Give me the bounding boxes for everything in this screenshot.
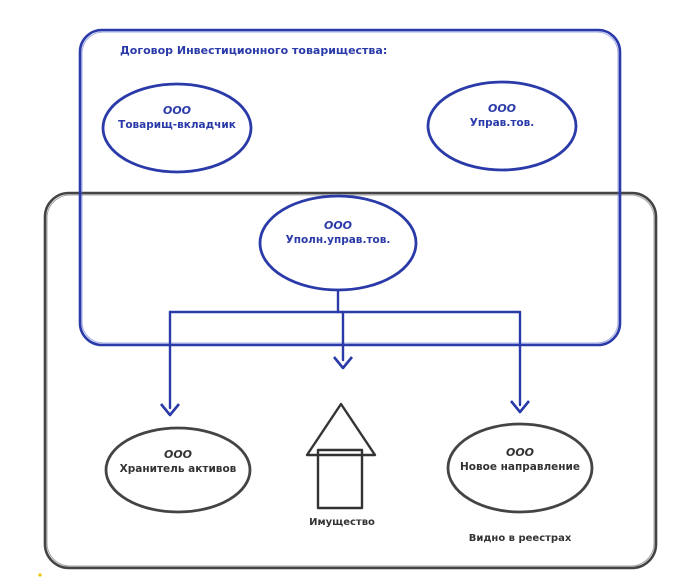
novoe-napravlenie-node: ООО Новое направление	[450, 446, 590, 474]
novoe-napravlenie-ellipse	[446, 422, 594, 514]
outer-frame	[43, 191, 658, 570]
contract-frame-sketch	[81, 31, 619, 344]
org-type-label: ООО	[487, 102, 517, 115]
org-name-label: Хранитель активов	[119, 463, 237, 475]
outer-frame-sketch	[46, 194, 655, 567]
contract-title: Договор Инвестиционного товарищества:	[120, 44, 388, 57]
khranitel-node: ООО Хранитель активов	[108, 448, 248, 476]
uprav-tov-ellipse	[426, 80, 578, 172]
uprav-tov-node: ООО Управ.тов.	[432, 102, 572, 130]
org-type-label: ООО	[323, 219, 353, 232]
org-name-label: Управ.тов.	[469, 117, 535, 129]
connector-lines	[168, 288, 522, 410]
house-icon	[305, 402, 377, 510]
upoln-uprav-tov-node: ООО Уполн.управ.тов.	[263, 219, 413, 247]
registries-label: Видно в реестрах	[468, 533, 572, 544]
tovarisch-vkladchik-ellipse	[101, 82, 253, 174]
arrowhead-novoe	[509, 400, 531, 414]
marker-dot	[38, 573, 42, 577]
tovarisch-vkladchik-node: ООО Товарищ-вкладчик	[107, 104, 247, 132]
org-name-label: Товарищ-вкладчик	[118, 119, 236, 131]
property-label: Имущество	[309, 517, 375, 528]
org-type-label: ООО	[162, 104, 192, 117]
org-name-label: Новое направление	[459, 461, 581, 473]
org-type-label: ООО	[505, 446, 535, 459]
khranitel-ellipse	[104, 426, 252, 514]
contract-frame	[78, 28, 622, 347]
arrowhead-property	[332, 356, 354, 370]
org-name-label: Уполн.управ.тов.	[285, 234, 391, 246]
org-type-label: ООО	[163, 448, 193, 461]
arrowhead-khranitel	[159, 403, 181, 417]
